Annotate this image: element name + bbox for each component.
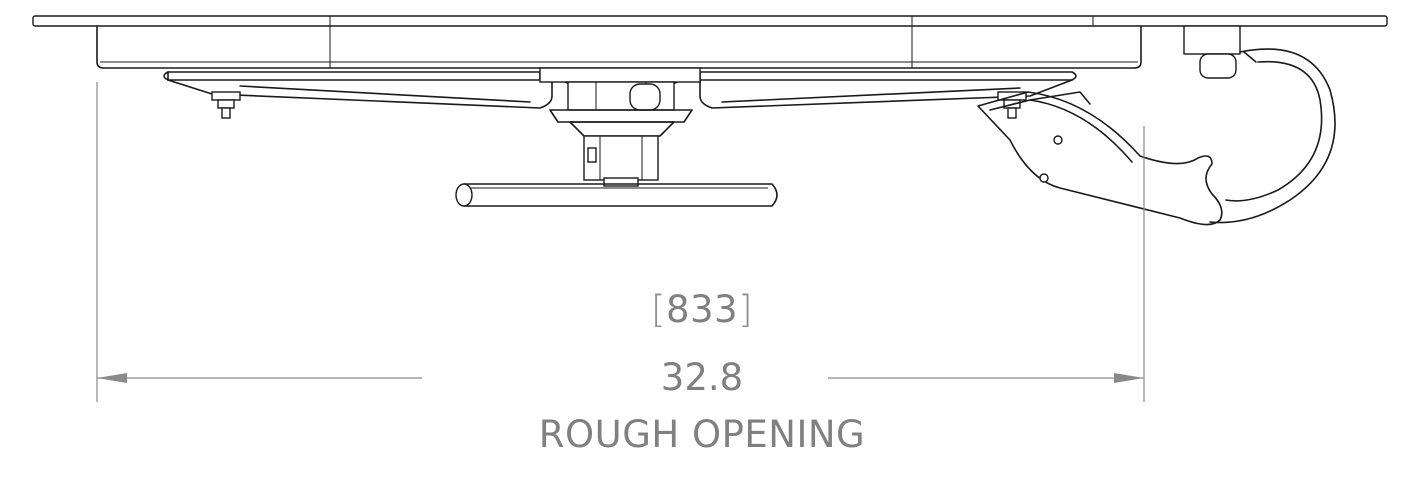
dimension-label: ROUGH OPENING: [538, 413, 866, 456]
left-arrowhead: [97, 373, 127, 383]
linkage-plate: [977, 91, 1223, 226]
handle-bar: [455, 183, 778, 207]
metric-open-bracket: [: [651, 288, 666, 331]
dimension-imperial-value: 32.8: [660, 356, 744, 399]
metric-close-bracket: ]: [738, 288, 753, 331]
hinge-bracket: [1183, 25, 1336, 224]
dimension-annotation: [96, 82, 1145, 402]
right-arrowhead: [1114, 373, 1144, 383]
metric-value: 833: [665, 288, 739, 331]
left-swing-arm: [163, 71, 576, 119]
top-panel: [32, 15, 1388, 27]
pivot-hub: [539, 67, 701, 187]
shelf-tray: [96, 25, 1142, 69]
dimension-metric-value: [833]: [0, 288, 1404, 331]
